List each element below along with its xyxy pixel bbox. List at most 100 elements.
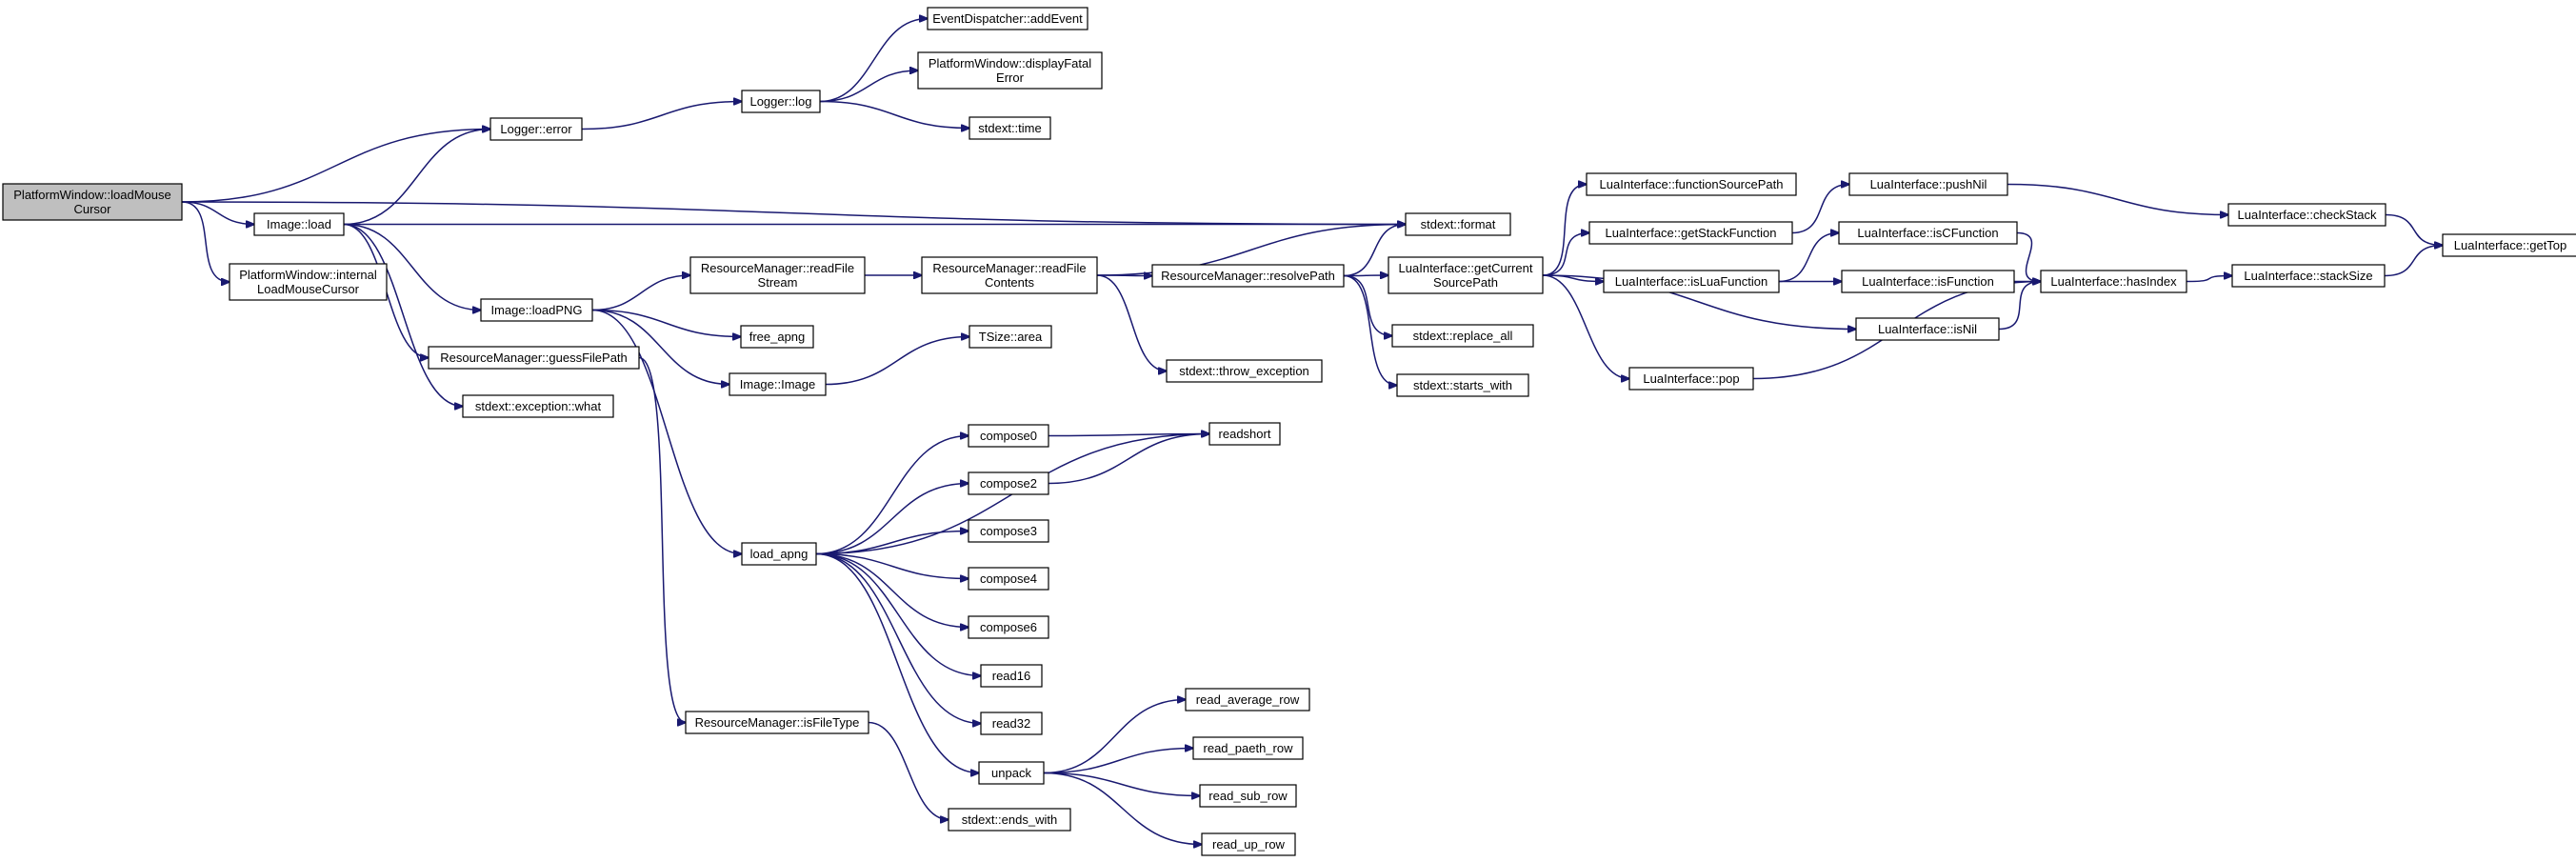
node-label: load_apng — [750, 547, 809, 561]
node-box — [968, 567, 1049, 591]
node-stdext-time[interactable]: stdext::time — [968, 116, 1051, 140]
node-read-up-row[interactable]: read_up_row — [1201, 832, 1296, 856]
node-stdext-format[interactable]: stdext::format — [1405, 212, 1511, 236]
node-compose2[interactable]: compose2 — [968, 471, 1049, 495]
edge-logger_log-to-eventdispatcher_addevent — [819, 19, 928, 103]
node-stdext-starts-with[interactable]: stdext::starts_with — [1396, 373, 1529, 397]
node-read-average-row[interactable]: read_average_row — [1185, 688, 1310, 712]
edge-compose0-to-readshort — [1048, 434, 1209, 436]
edge-luainterface_stacksize-to-luainterface_gettop — [2384, 246, 2443, 277]
node-label: Logger::error — [500, 122, 572, 136]
node-box — [689, 256, 866, 294]
node-logger-log[interactable]: Logger::log — [741, 90, 821, 113]
node-eventdispatcher-addevent[interactable]: EventDispatcher::addEvent — [927, 7, 1088, 30]
node-label: readshort — [1219, 427, 1271, 441]
edge-root-to-stdext_format — [181, 201, 1406, 225]
node-read-paeth-row[interactable]: read_paeth_row — [1192, 736, 1304, 760]
edge-image_image-to-tsize_area — [825, 337, 969, 386]
node-stdext-exception-what[interactable]: stdext::exception::what — [462, 394, 614, 418]
node-free-apng[interactable]: free_apng — [740, 325, 814, 349]
node-compose3[interactable]: compose3 — [968, 519, 1049, 543]
node-read16[interactable]: read16 — [980, 664, 1043, 688]
node-luainterface-stacksize[interactable]: LuaInterface::stackSize — [2231, 264, 2386, 288]
node-label: Logger::log — [749, 94, 811, 109]
node-box — [1848, 172, 2008, 196]
node-unpack[interactable]: unpack — [978, 761, 1045, 785]
node-box — [968, 116, 1051, 140]
node-label: LuaInterface::getStackFunction — [1606, 226, 1777, 240]
edge-luainterface_isnil-to-luainterface_hasindex — [1998, 282, 2041, 331]
node-label: LuaInterface::getCurrent — [1399, 261, 1533, 275]
node-box — [1586, 172, 1797, 196]
node-box — [1201, 832, 1296, 856]
node-resourcemanager-guessfilepath[interactable]: ResourceManager::guessFilePath — [428, 346, 640, 370]
node-load-apng[interactable]: load_apng — [741, 542, 817, 566]
node-read32[interactable]: read32 — [980, 712, 1043, 735]
node-label: LuaInterface::getTop — [2454, 238, 2567, 252]
node-luainterface-getstackfunction[interactable]: LuaInterface::getStackFunction — [1588, 221, 1793, 245]
node-compose0[interactable]: compose0 — [968, 424, 1049, 448]
node-tsize-area[interactable]: TSize::area — [968, 325, 1052, 349]
node-luainterface-pop[interactable]: LuaInterface::pop — [1628, 367, 1754, 391]
node-label: LuaInterface::isCFunction — [1857, 226, 1998, 240]
node-box — [1603, 270, 1780, 293]
node-image-loadpng[interactable]: Image::loadPNG — [480, 298, 593, 322]
node-box — [2231, 264, 2386, 288]
node-box — [1192, 736, 1304, 760]
node-label: LuaInterface::pop — [1643, 371, 1739, 386]
edge-luainterface_getcurrentsourcepath-to-luainterface_isnil — [1542, 274, 1856, 330]
node-image-load[interactable]: Image::load — [253, 212, 345, 236]
node-luainterface-isnil[interactable]: LuaInterface::isNil — [1855, 317, 2000, 341]
node-read-sub-row[interactable]: read_sub_row — [1199, 784, 1297, 808]
node-box — [921, 256, 1098, 294]
node-stdext-replace-all[interactable]: stdext::replace_all — [1391, 324, 1534, 348]
node-luainterface-functionsourcepath[interactable]: LuaInterface::functionSourcePath — [1586, 172, 1797, 196]
node-box — [480, 298, 593, 322]
node-box — [1185, 688, 1310, 712]
node-label: read_sub_row — [1208, 789, 1288, 803]
node-readshort[interactable]: readshort — [1208, 422, 1281, 446]
node-box — [1199, 784, 1297, 808]
node-label: ResourceManager::readFile — [701, 261, 854, 275]
node-resourcemanager-isfiletype[interactable]: ResourceManager::isFileType — [685, 711, 869, 734]
node-label: read_average_row — [1196, 692, 1300, 707]
node-compose4[interactable]: compose4 — [968, 567, 1049, 591]
node-luainterface-gettop[interactable]: LuaInterface::getTop — [2442, 233, 2576, 257]
node-logger-error[interactable]: Logger::error — [489, 117, 583, 141]
node-luainterface-checkstack[interactable]: LuaInterface::checkStack — [2227, 203, 2386, 227]
edge-luainterface_getcurrentsourcepath-to-luainterface_pop — [1542, 274, 1629, 379]
node-luainterface-isfunction[interactable]: LuaInterface::isFunction — [1841, 270, 2015, 293]
node-label: stdext::replace_all — [1413, 329, 1513, 343]
node-luainterface-iscfunction[interactable]: LuaInterface::isCFunction — [1838, 221, 2018, 245]
node-box — [462, 394, 614, 418]
node-label: PlatformWindow::displayFatal — [929, 56, 1091, 70]
edge-resourcemanager_readfilecontents-to-resourcemanager_resolvepath — [1096, 275, 1152, 276]
node-image-image[interactable]: Image::Image — [729, 372, 827, 396]
node-label: read_up_row — [1212, 837, 1285, 852]
edge-logger_log-to-platformwindow_displayfatalerror — [819, 70, 918, 103]
node-stdext-ends-with[interactable]: stdext::ends_with — [948, 808, 1071, 832]
node-resourcemanager-resolvepath[interactable]: ResourceManager::resolvePath — [1151, 264, 1345, 288]
node-box — [229, 263, 388, 301]
node-luainterface-pushnil[interactable]: LuaInterface::pushNil — [1848, 172, 2008, 196]
node-box — [2, 183, 183, 221]
edge-luainterface_getstackfunction-to-luainterface_pushnil — [1791, 185, 1849, 234]
node-box — [2227, 203, 2386, 227]
node-luainterface-hasindex[interactable]: LuaInterface::hasIndex — [2040, 270, 2187, 293]
node-stdext-throw-exception[interactable]: stdext::throw_exception — [1166, 359, 1323, 383]
node-luainterface-isluafunction[interactable]: LuaInterface::isLuaFunction — [1603, 270, 1780, 293]
node-label: compose3 — [980, 524, 1037, 538]
edge-luainterface_pushnil-to-luainterface_checkstack — [2007, 183, 2228, 215]
node-label: read_paeth_row — [1204, 741, 1294, 755]
node-box — [1396, 373, 1529, 397]
edge-resourcemanager_resolvepath-to-stdext_starts_with — [1343, 274, 1397, 386]
node-compose6[interactable]: compose6 — [968, 615, 1049, 639]
node-box — [1391, 324, 1534, 348]
